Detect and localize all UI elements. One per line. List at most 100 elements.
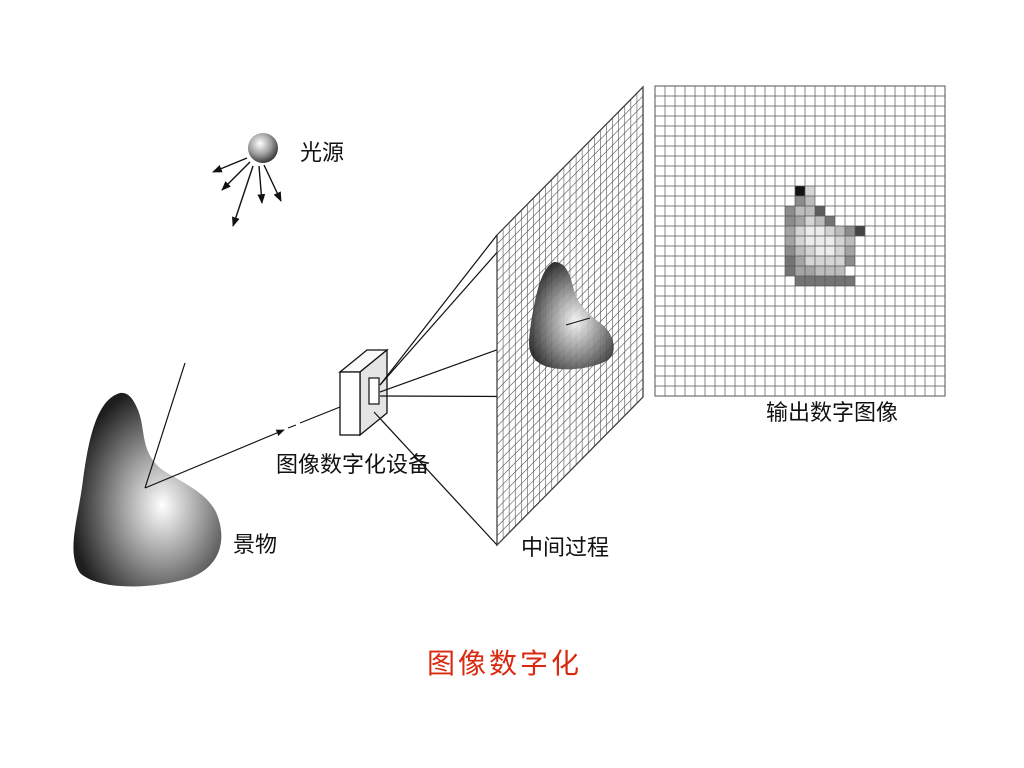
grid-line (496, 378, 644, 527)
light-source-sphere (248, 133, 278, 163)
light-ray (232, 165, 254, 227)
output-pixel (815, 266, 825, 276)
output-pixel (805, 276, 815, 286)
output-pixel (815, 206, 825, 216)
scene-object: 景物 (73, 392, 277, 587)
grid-line (496, 95, 644, 245)
output-pixel (805, 196, 815, 206)
output-pixel (785, 256, 795, 266)
intermediate-plane: 中间过程 (496, 85, 644, 561)
output-pixel (795, 246, 805, 256)
incident-ray (144, 362, 186, 489)
scene-label: 景物 (233, 533, 277, 558)
output-pixel (825, 256, 835, 266)
intermediate-grid (496, 86, 644, 546)
output-pixel (795, 206, 805, 216)
output-pixel (845, 246, 855, 256)
output-pixel (795, 236, 805, 246)
figure-caption: 图像数字化 (427, 647, 582, 680)
output-pixel (795, 276, 805, 286)
device-label: 图像数字化设备 (276, 453, 430, 478)
output-pixel (805, 186, 815, 196)
grid-line (496, 396, 644, 546)
reflected-ray-segment (299, 406, 341, 424)
grid-line (496, 150, 644, 300)
output-image: 输出数字图像 (654, 85, 946, 426)
output-pixels (785, 186, 865, 286)
output-pixel (815, 256, 825, 266)
output-pixel (795, 186, 805, 196)
output-pixel (845, 236, 855, 246)
output-pixel (835, 246, 845, 256)
grid-line (496, 314, 644, 464)
light-ray (221, 161, 251, 191)
output-pixel (845, 276, 855, 286)
grid-line (496, 114, 644, 263)
output-pixel (845, 256, 855, 266)
scene-rays (144, 362, 341, 489)
output-pixel (785, 246, 795, 256)
output-pixel (815, 226, 825, 236)
device-front-face (339, 371, 361, 436)
output-pixel (795, 216, 805, 226)
output-pixel (815, 276, 825, 286)
output-pixel (795, 256, 805, 266)
output-grid-border (654, 85, 946, 397)
intermediate-blob (529, 262, 614, 370)
grid-line (496, 323, 644, 473)
output-pixel (785, 216, 795, 226)
output-pixel (825, 276, 835, 286)
output-pixel (835, 226, 845, 236)
output-pixel (855, 226, 865, 236)
output-pixel (825, 246, 835, 256)
output-pixel (835, 276, 845, 286)
grid-line (496, 159, 644, 309)
grid-line (496, 305, 644, 455)
output-pixel (805, 246, 815, 256)
scene-blob (73, 392, 222, 587)
device-lens (368, 377, 380, 405)
grid-line (496, 296, 644, 445)
output-pixel (845, 226, 855, 236)
projection-line-top-near (379, 234, 498, 386)
light-rays (212, 157, 282, 227)
light-source-label: 光源 (300, 141, 344, 166)
output-pixel (815, 236, 825, 246)
grid-line (496, 387, 644, 537)
grid-line (496, 369, 644, 518)
light-ray (212, 157, 248, 173)
output-pixel (815, 246, 825, 256)
output-pixel (825, 236, 835, 246)
output-pixel (795, 226, 805, 236)
output-pixel (795, 266, 805, 276)
grid-line (496, 342, 644, 491)
output-grid (654, 85, 946, 397)
projection-line-low (373, 411, 498, 546)
output-pixel (835, 266, 845, 276)
output-pixel (805, 226, 815, 236)
output-pixel (825, 226, 835, 236)
output-pixel (785, 206, 795, 216)
grid-line (496, 196, 644, 345)
grid-line (496, 177, 644, 327)
output-pixel (805, 206, 815, 216)
output-pixel (785, 226, 795, 236)
grid-line (496, 360, 644, 509)
intermediate-label: 中间过程 (521, 536, 609, 561)
output-pixel (815, 216, 825, 226)
output-pixel (805, 236, 815, 246)
grid-line (496, 168, 644, 318)
grid-line (496, 132, 644, 281)
grid-line (496, 187, 644, 336)
grid-line (496, 105, 644, 254)
grid-line (496, 332, 644, 482)
output-pixel (805, 256, 815, 266)
grid-line (496, 141, 644, 290)
output-pixel (785, 266, 795, 276)
reflected-ray-dash (287, 424, 297, 429)
grid-line (496, 123, 644, 272)
output-pixel (825, 216, 835, 226)
light-source: 光源 (212, 133, 344, 227)
output-pixel (795, 196, 805, 206)
